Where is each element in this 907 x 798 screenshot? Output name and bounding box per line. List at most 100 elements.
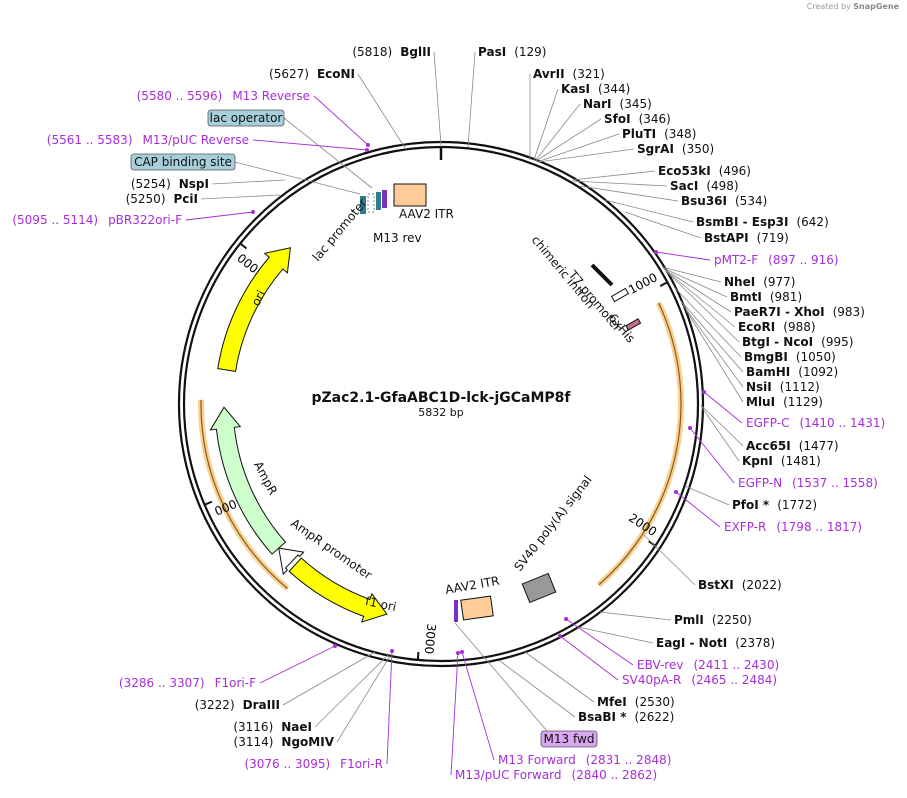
primer-range: (2411 .. 2430) [693,658,779,672]
callout-box-bg [207,109,285,127]
primer-leader [259,645,336,684]
enzyme-leader [314,654,389,728]
primer-leader [565,618,634,666]
primer-site-marker [558,634,562,638]
plasmid-name: pZac2.1-GfaABC1D-lck-jGCaMP8f [311,390,571,406]
callout-leader [454,622,548,732]
enzyme-leader [662,267,728,298]
enzyme-position: (977) [763,275,795,289]
ori-arrow [217,247,291,372]
enzyme-name: Eco53kI [658,164,711,178]
enzyme-name: PmlI [674,613,704,627]
enzyme-name: PfoI * [732,498,770,512]
enzyme-position: (344) [598,82,630,96]
enzyme-leader [572,180,668,187]
enzyme-leader [536,133,620,163]
primer-range: (5095 .. 5114) [12,213,98,227]
primer-site-marker [654,250,658,254]
enzyme-leader [524,651,595,703]
enzyme-leader [665,270,740,343]
feature-label: AAV2 ITR [444,574,500,597]
feature-layer [209,183,642,623]
enzyme-position: (5250) [126,192,166,206]
primer-site-marker [674,490,678,494]
primer-range: (1410 .. 1431) [799,416,885,430]
primer-name: EXFP-R [724,520,766,534]
credit-prefix: Created by [806,2,851,11]
sv40-polya-box [521,572,557,604]
enzyme-position: (345) [620,97,652,111]
callout-label: lac operator [210,111,283,125]
enzyme-name: NaeI [281,720,312,734]
primer-range: (897 .. 916) [768,253,838,267]
plasmid-length: 5832 bp [418,406,463,419]
enzyme-position: (5254) [131,177,171,191]
enzyme-name: Acc65I [746,439,791,453]
primer-leader [703,391,743,424]
enzyme-name: PasI [478,45,506,59]
halo-layer [198,301,684,591]
enzyme-name: NarI [583,97,612,111]
enzyme-position: (2022) [742,578,782,592]
tick-label: 1000 [626,270,660,297]
primer-leader [185,211,254,221]
callout-label: CAP binding site [134,155,232,169]
enzyme-position: (498) [706,179,738,193]
leader-layer [185,51,744,776]
enzyme-leader [357,73,406,149]
primer-name: M13/pUC Forward [455,768,562,782]
tick-mark [659,281,668,287]
enzyme-position: (496) [719,164,751,178]
primer-site-marker [333,644,337,648]
enzyme-position: (3222) [195,698,235,712]
enzyme-name: EcoRI [738,320,775,334]
primer-site-marker [366,143,370,147]
primer-name: EGFP-N [738,476,782,490]
enzyme-position: (1481) [781,454,821,468]
enzyme-name: SfoI [604,112,631,126]
primer-range: (1537 .. 1558) [792,476,878,490]
primer-name: M13 Reverse [232,89,310,103]
enzyme-leader [664,269,736,328]
enzyme-name: BsmBI - Esp3I [696,215,788,229]
enzyme-leader [684,485,730,506]
enzyme-name: NspI [179,177,209,191]
primer-name: pMT2-F [714,253,758,267]
enzyme-leader [533,88,559,161]
enzyme-leader [624,211,702,239]
enzyme-name: KpnI [742,454,773,468]
primer-site-marker [564,617,568,621]
enzyme-leader [577,626,654,644]
enzyme-leader [685,309,744,403]
ampr-promoter-arrow [278,547,305,576]
enzyme-position: (129) [514,45,546,59]
primer-site-marker [460,650,464,654]
enzyme-position: (3114) [234,735,274,749]
enzyme-name: MfeI [597,695,627,709]
callout-leader [283,117,373,189]
enzyme-position: (2530) [635,695,675,709]
m13-rev-marker [382,190,387,208]
callout-leader [234,161,361,195]
enzyme-position: (5818) [352,45,392,59]
ampr-arrow [209,406,287,555]
t7-promoter-marker [610,287,630,303]
enzyme-position: (1129) [783,395,823,409]
enzyme-position: (5627) [269,67,309,81]
snapgene-credit: Created by SnapGene [807,2,899,11]
enzyme-name: EagI - NotI [656,636,727,650]
enzyme-position: (321) [573,67,605,81]
enzyme-name: NheI [724,275,755,289]
enzyme-position: (2250) [712,613,752,627]
enzyme-name: BstXI [698,578,734,592]
enzyme-position: (1092) [798,365,838,379]
enzyme-name: PciI [174,192,199,206]
primer-range: (2831 .. 2848) [586,753,672,767]
enzyme-leader [679,299,744,373]
enzyme-position: (2378) [735,636,775,650]
tick-mark [204,500,213,506]
primer-name: pBR322ori-F [108,213,182,227]
enzyme-leader [700,405,740,462]
enzyme-name: BmtI [730,290,762,304]
